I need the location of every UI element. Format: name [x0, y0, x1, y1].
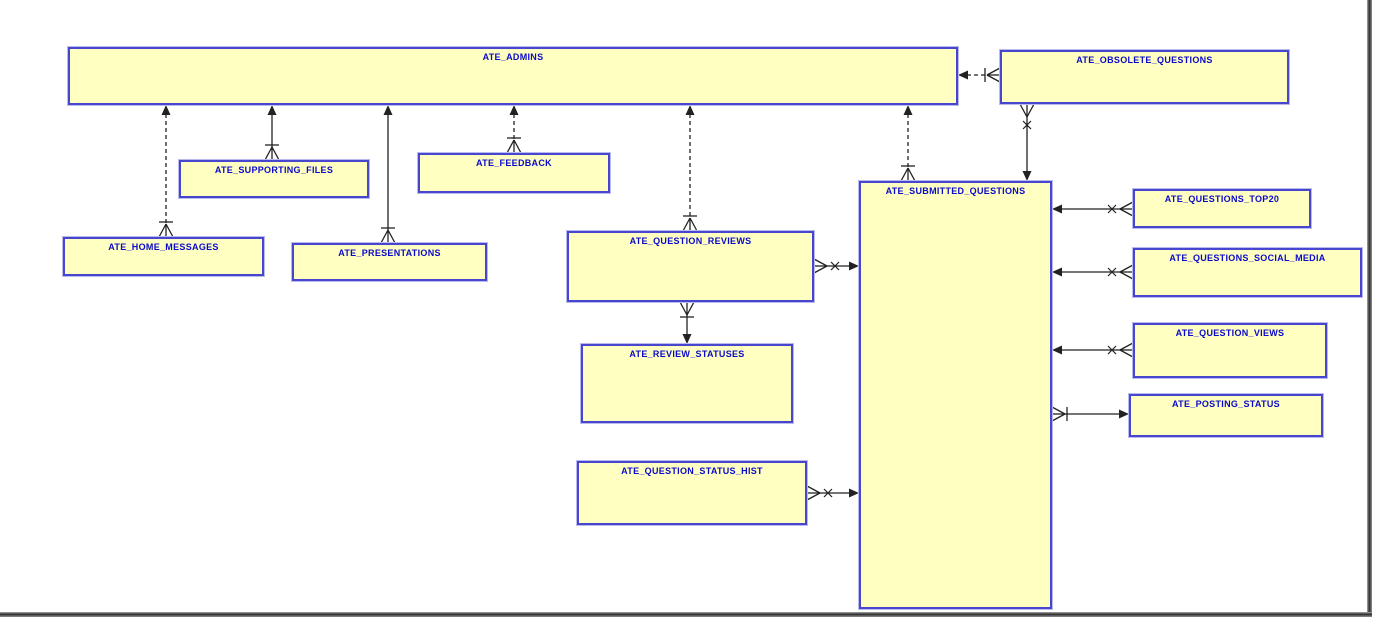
connector-ate-submitted-questions--ate-posting-status — [1051, 406, 1129, 422]
entity-ate-supporting-files: ATE_SUPPORTING_FILES — [179, 160, 369, 198]
entity-ate-home-messages: ATE_HOME_MESSAGES — [63, 237, 264, 276]
entity-ate-question-reviews: ATE_QUESTION_REVIEWS — [567, 231, 814, 302]
entity-ate-presentations: ATE_PRESENTATIONS — [292, 243, 487, 281]
entity-label: ATE_SUPPORTING_FILES — [214, 165, 334, 175]
entity-label: ATE_SUBMITTED_QUESTIONS — [885, 186, 1026, 196]
connector-ate-admins--ate-supporting-files — [264, 105, 280, 161]
connector-ate-question-reviews--ate-review-statuses — [679, 301, 695, 344]
entity-label: ATE_QUESTIONS_SOCIAL_MEDIA — [1169, 253, 1326, 263]
entity-ate-obsolete-questions: ATE_OBSOLETE_QUESTIONS — [1000, 50, 1289, 104]
connector-ate-submitted-questions--ate-questions-social-media — [1052, 264, 1134, 280]
connector-ate-admins--ate-obsolete-questions — [958, 67, 1001, 83]
image-shadow-bottom — [0, 612, 1372, 617]
image-shadow-right — [1367, 0, 1372, 617]
connector-ate-admins--ate-home-messages — [158, 105, 174, 238]
connector-ate-admins--ate-feedback — [506, 105, 522, 154]
entity-label: ATE_FEEDBACK — [476, 158, 552, 168]
entity-label: ATE_REVIEW_STATUSES — [629, 349, 745, 359]
entity-ate-feedback: ATE_FEEDBACK — [418, 153, 610, 193]
entity-ate-question-status-hist: ATE_QUESTION_STATUS_HIST — [577, 461, 807, 525]
entity-ate-question-views: ATE_QUESTION_VIEWS — [1133, 323, 1327, 378]
entity-label: ATE_POSTING_STATUS — [1172, 399, 1280, 409]
entity-ate-admins: ATE_ADMINS — [68, 47, 958, 105]
entity-ate-questions-top20: ATE_QUESTIONS_TOP20 — [1133, 189, 1311, 228]
connector-ate-admins--ate-presentations — [380, 105, 396, 244]
entity-ate-questions-social-media: ATE_QUESTIONS_SOCIAL_MEDIA — [1133, 248, 1362, 297]
entity-label: ATE_PRESENTATIONS — [338, 248, 441, 258]
entity-ate-submitted-questions: ATE_SUBMITTED_QUESTIONS — [859, 181, 1052, 609]
entity-label: ATE_QUESTION_STATUS_HIST — [621, 466, 763, 476]
connector-ate-admins--ate-submitted-questions — [900, 105, 916, 182]
entity-label: ATE_ADMINS — [482, 52, 544, 62]
connector-ate-question-reviews--ate-submitted-questions — [813, 258, 859, 274]
connector-ate-submitted-questions--ate-question-views — [1052, 342, 1134, 358]
entity-label: ATE_OBSOLETE_QUESTIONS — [1076, 55, 1213, 65]
connector-ate-submitted-questions--ate-questions-top20 — [1052, 201, 1134, 217]
connector-ate-admins--ate-question-reviews — [682, 105, 698, 232]
entity-label: ATE_QUESTION_REVIEWS — [629, 236, 752, 246]
entity-ate-review-statuses: ATE_REVIEW_STATUSES — [581, 344, 793, 423]
entity-ate-posting-status: ATE_POSTING_STATUS — [1129, 394, 1323, 437]
connector-ate-question-status-hist--ate-submitted-questions — [806, 485, 859, 501]
connector-ate-obsolete-questions--ate-submitted-questions — [1019, 103, 1035, 181]
entity-label: ATE_QUESTION_VIEWS — [1175, 328, 1285, 338]
entity-label: ATE_QUESTIONS_TOP20 — [1164, 194, 1280, 204]
entity-label: ATE_HOME_MESSAGES — [108, 242, 219, 252]
